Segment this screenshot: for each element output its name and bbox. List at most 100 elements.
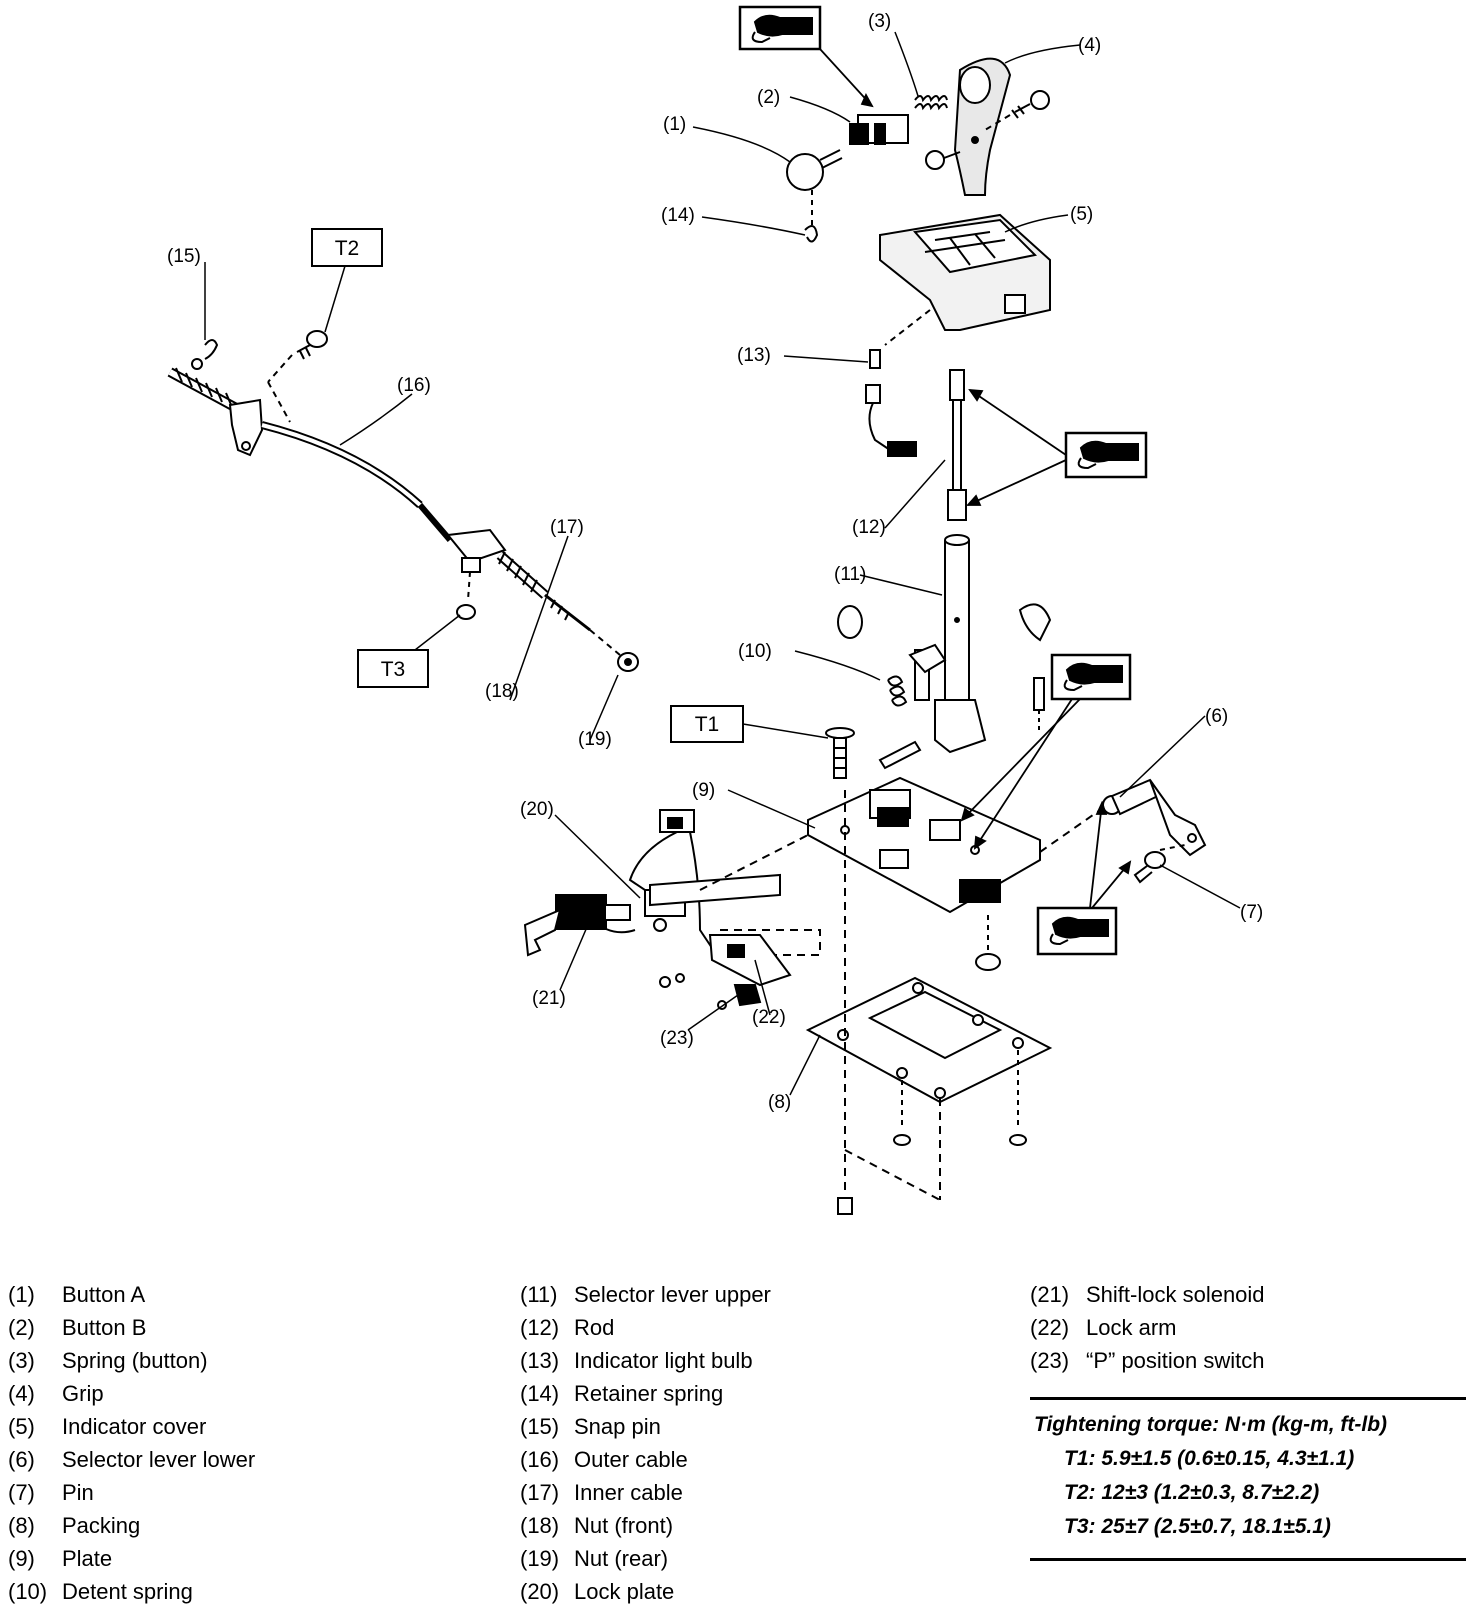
grommet <box>975 915 1001 971</box>
grease-applicator-icon <box>1036 906 1118 956</box>
legend-item: (17)Inner cable <box>520 1480 683 1505</box>
torque-row-t2: T2: 12±3 (1.2±0.3, 8.7±2.2) <box>1064 1481 1320 1504</box>
snap-pin <box>191 339 219 370</box>
plate <box>807 776 1041 914</box>
rod <box>947 369 967 521</box>
callout-11: (11) <box>834 564 866 585</box>
callout-14: (14) <box>661 205 695 226</box>
grip <box>953 57 1012 196</box>
shift-lock-solenoid <box>523 894 636 957</box>
pin <box>1133 844 1186 884</box>
callout-19: (19) <box>578 729 612 750</box>
leader-lines <box>204 31 1241 1096</box>
legend-item: (22)Lock arm <box>1030 1315 1177 1340</box>
detent-spring <box>887 675 908 707</box>
button-a <box>786 149 843 191</box>
torque-heading: Tightening torque: N·m (kg-m, ft-lb) <box>1034 1413 1388 1436</box>
callout-4: (4) <box>1078 35 1101 56</box>
legend-item: (7)Pin <box>8 1480 94 1505</box>
callout-20: (20) <box>520 799 554 820</box>
inner-cable <box>496 551 621 656</box>
callout-1: (1) <box>663 114 686 135</box>
callout-2: (2) <box>757 87 780 108</box>
callout-labels: (1) (2) (3) (4) (5) (6) (7) (8) (9) (10)… <box>167 11 1263 1113</box>
legend-item: (8)Packing <box>8 1513 141 1538</box>
callout-15: (15) <box>167 246 201 267</box>
legend-item: (5)Indicator cover <box>8 1414 207 1439</box>
legend-item: (13)Indicator light bulb <box>520 1348 753 1373</box>
selector-lever-upper <box>908 534 987 754</box>
torque-tag-t3: T3 <box>357 614 461 688</box>
indicator-light-bulb <box>865 309 931 457</box>
t2-bolt <box>267 330 328 423</box>
legend-item: (12)Rod <box>520 1315 615 1340</box>
legend-item: (23)“P” position switch <box>1030 1348 1265 1373</box>
callout-12: (12) <box>852 517 886 538</box>
grease-applicator-icon <box>738 5 822 51</box>
callout-13: (13) <box>737 345 771 366</box>
lever-pin <box>878 740 922 770</box>
lock-arm <box>708 934 792 987</box>
callout-8: (8) <box>768 1092 791 1113</box>
legend-item: (6)Selector lever lower <box>8 1447 256 1472</box>
svg-text:T1: T1 <box>695 713 720 736</box>
callout-5: (5) <box>1070 204 1093 225</box>
legend-column-2: (11)Selector lever upper (12)Rod (13)Ind… <box>520 1278 771 1608</box>
callout-3: (3) <box>868 11 891 32</box>
detent-roller <box>837 605 863 639</box>
legend-item: (4)Grip <box>8 1381 104 1406</box>
t3-bolt <box>456 571 476 620</box>
exploded-view-diagram: T2 T3 T1 (1) (2) <box>167 5 1263 1215</box>
legend-column-3: (21)Shift-lock solenoid (22)Lock arm (23… <box>1030 1278 1265 1377</box>
legend-item: (11)Selector lever upper <box>520 1282 771 1307</box>
callout-10: (10) <box>738 641 772 662</box>
callout-6: (6) <box>1205 706 1228 727</box>
grease-arrows <box>819 48 1132 909</box>
callout-9: (9) <box>692 780 715 801</box>
grip-screw <box>984 90 1050 131</box>
legend-item: (19)Nut (rear) <box>520 1546 669 1571</box>
grease-applicator-icon <box>1050 653 1132 701</box>
legend-item: (20)Lock plate <box>520 1579 675 1604</box>
grease-applicator-icon <box>1064 431 1148 479</box>
legend-item: (15)Snap pin <box>520 1414 661 1439</box>
button-b <box>849 114 909 145</box>
torque-row-t3: T3: 25±7 (2.5±0.7, 18.1±5.1) <box>1064 1515 1331 1538</box>
legend-item: (14)Retainer spring <box>520 1381 724 1406</box>
torque-tag-t1: T1 <box>670 705 829 743</box>
legend-item: (9)Plate <box>8 1546 113 1571</box>
retainer-spring <box>804 190 819 243</box>
legend-column-1: (1)Button A (2)Button B (3)Spring (butto… <box>8 1278 255 1608</box>
callout-22: (22) <box>752 1007 786 1028</box>
legend-item: (10)Detent spring <box>8 1579 193 1604</box>
torque-row-t1: T1: 5.9±1.5 (0.6±0.15, 4.3±1.1) <box>1064 1447 1355 1470</box>
callout-7: (7) <box>1240 902 1263 923</box>
grip-screw <box>925 150 961 170</box>
svg-text:T3: T3 <box>381 658 406 681</box>
callout-16: (16) <box>397 375 431 396</box>
callout-23: (23) <box>660 1028 694 1049</box>
clip <box>1018 603 1052 642</box>
pin-small <box>1033 677 1045 730</box>
legend-item: (18)Nut (front) <box>520 1513 674 1538</box>
legend-item: (16)Outer cable <box>520 1447 688 1472</box>
legend-item: (21)Shift-lock solenoid <box>1030 1282 1265 1307</box>
spring-button <box>914 95 948 111</box>
packing-fastener <box>837 790 1027 1215</box>
legend-item: (3)Spring (button) <box>8 1348 208 1373</box>
packing <box>805 976 1053 1104</box>
bracket <box>649 834 821 956</box>
p-position-switch <box>659 973 762 1010</box>
callout-21: (21) <box>532 988 566 1009</box>
tightening-torque-table: Tightening torque: N·m (kg-m, ft-lb) T1:… <box>1030 1397 1466 1561</box>
legend-item: (2)Button B <box>8 1315 147 1340</box>
outer-cable <box>167 367 507 573</box>
nut-rear <box>617 652 639 672</box>
t1-bolt <box>825 727 855 779</box>
callout-17: (17) <box>550 517 584 538</box>
legend-item: (1)Button A <box>8 1282 146 1307</box>
svg-text:T2: T2 <box>335 237 360 260</box>
torque-tag-t2: T2 <box>311 228 383 333</box>
indicator-cover <box>879 213 1051 331</box>
callout-18: (18) <box>485 681 519 702</box>
